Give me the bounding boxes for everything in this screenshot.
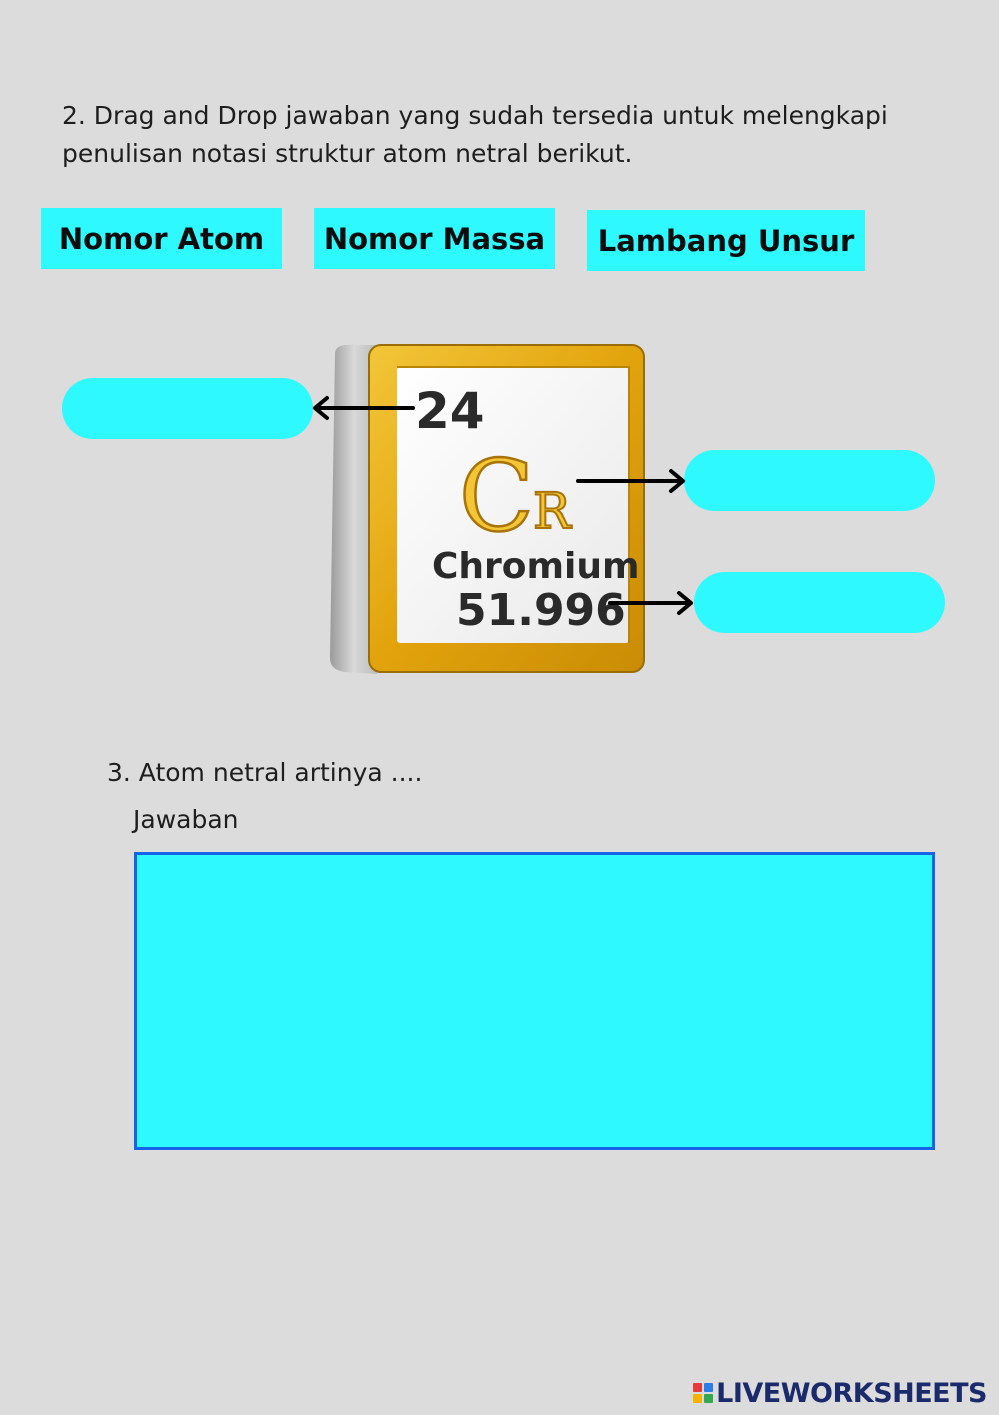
tile-element-name: Chromium [432,546,640,587]
brand-name: LIVEWORKSHEETS [716,1377,987,1409]
answer-textarea[interactable] [134,852,935,1150]
drop-zone-atomic-number[interactable] [62,378,313,439]
tile-symbol-c: C [459,440,534,554]
question-2-text: 2. Drag and Drop jawaban yang sudah ters… [62,101,888,168]
tile-symbol-r: R [533,482,572,540]
drop-zone-atomic-mass[interactable] [694,572,945,633]
liveworksheets-logo-icon [693,1383,714,1403]
option-lambang-unsur[interactable]: Lambang Unsur [587,210,865,271]
element-tile-image: 24 C R Chromium 51.996 [330,344,645,674]
answer-label: Jawaban [133,805,239,834]
option-nomor-atom[interactable]: Nomor Atom [41,208,282,269]
question-3-text: 3. Atom netral artinya .... [107,758,423,787]
drop-zone-symbol[interactable] [684,450,935,511]
liveworksheets-logo: LIVEWORKSHEETS [693,1376,987,1410]
tile-atomic-mass: 51.996 [456,585,626,636]
option-nomor-massa[interactable]: Nomor Massa [314,208,555,269]
tile-atomic-number: 24 [415,382,485,440]
